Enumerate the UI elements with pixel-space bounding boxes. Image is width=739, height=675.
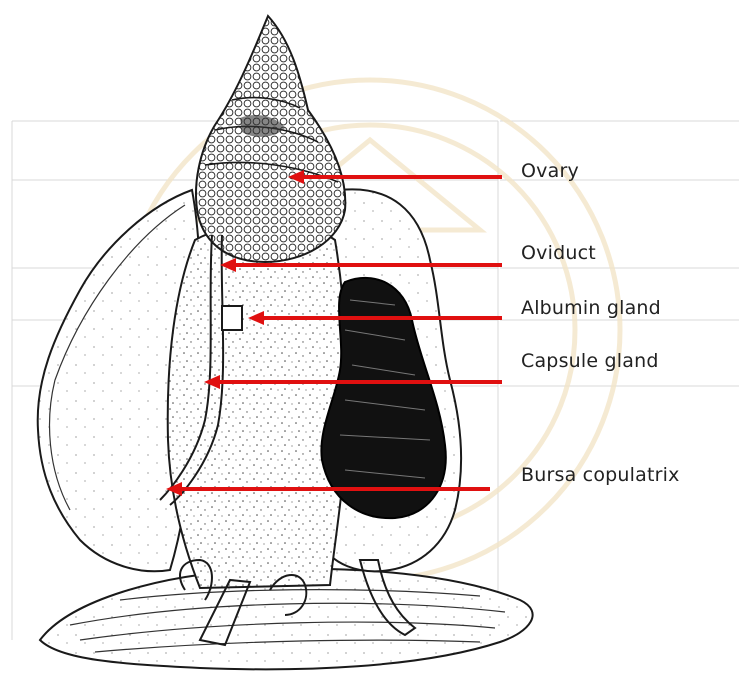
label-capsule-gland: Capsule gland [521, 350, 659, 372]
shell-spire [196, 16, 345, 262]
central-body [168, 223, 347, 588]
label-albumin-gland: Albumin gland [521, 297, 661, 319]
label-ovary: Ovary [521, 160, 579, 182]
albumin-gland-shape [222, 306, 242, 330]
label-bursa-copulatrix: Bursa copulatrix [521, 464, 680, 486]
label-oviduct: Oviduct [521, 242, 596, 264]
